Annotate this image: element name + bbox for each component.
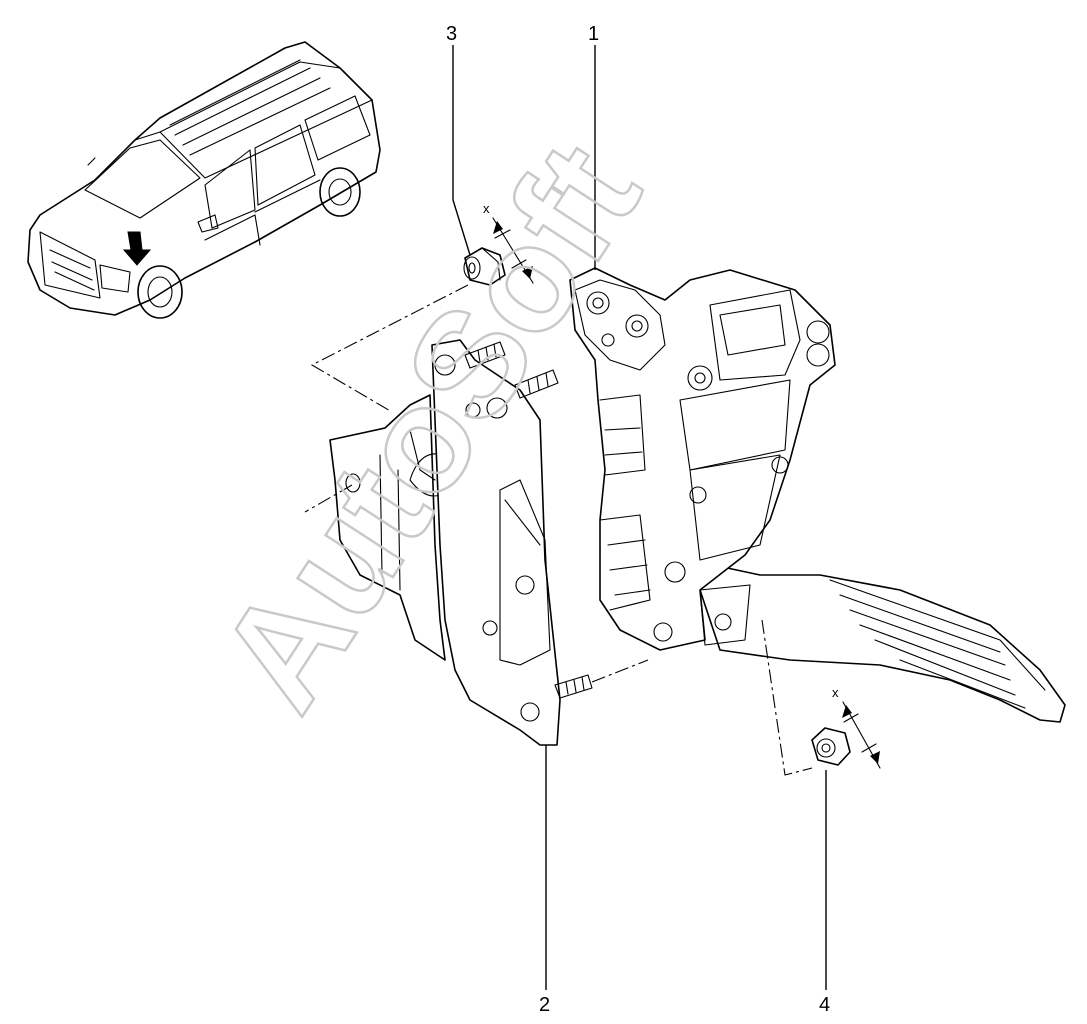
arrow-down-icon bbox=[870, 751, 880, 764]
stud-upper-1 bbox=[464, 341, 506, 369]
spacer-nut bbox=[463, 247, 506, 286]
hex-nut bbox=[811, 727, 851, 766]
callout-4: 4 bbox=[819, 994, 830, 1016]
torque-indicator-4: x bbox=[832, 685, 881, 769]
callout-3: 3 bbox=[446, 23, 457, 45]
callout-2: 2 bbox=[539, 994, 550, 1016]
accelerator-pedal-module bbox=[569, 267, 1066, 723]
stud-lower bbox=[554, 674, 593, 699]
axis-label-x: x bbox=[832, 685, 839, 700]
assembly-axis-lines bbox=[304, 284, 813, 776]
callout-labels: 1 2 3 4 bbox=[446, 23, 830, 1016]
vehicle-location-thumbnail bbox=[27, 41, 381, 319]
leader-lines bbox=[452, 45, 827, 990]
arrow-up-icon bbox=[493, 221, 503, 234]
callout-1: 1 bbox=[588, 23, 599, 45]
mounting-bracket bbox=[329, 339, 593, 746]
location-arrow-icon bbox=[122, 231, 152, 266]
axis-label-x: x bbox=[483, 201, 490, 216]
arrow-down-icon bbox=[522, 266, 533, 279]
arrow-up-icon bbox=[842, 705, 852, 718]
torque-indicator-3: x bbox=[483, 201, 534, 284]
stud-upper-2 bbox=[514, 369, 559, 399]
